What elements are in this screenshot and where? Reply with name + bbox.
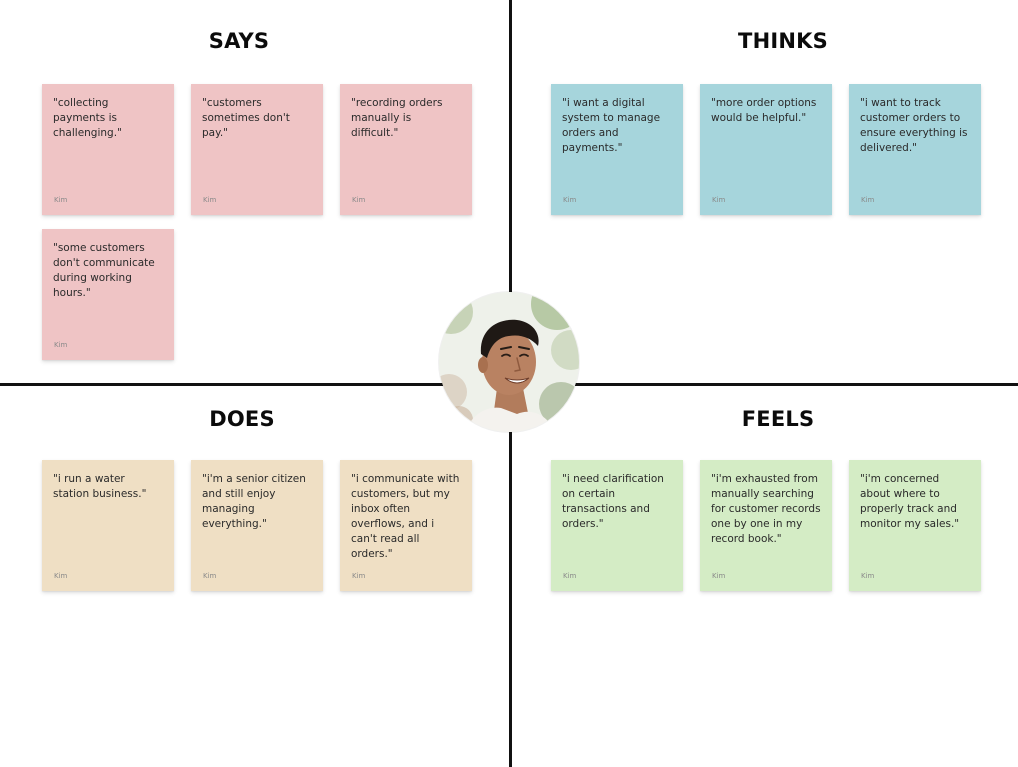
note-text: "i want to track customer orders to ensu… — [860, 97, 968, 154]
sticky-note[interactable]: "i communicate with customers, but my in… — [340, 460, 472, 591]
sticky-note[interactable]: "recording orders manually is difficult.… — [340, 84, 472, 215]
note-text: "i communicate with customers, but my in… — [351, 473, 460, 560]
note-author: Kim — [712, 572, 726, 580]
note-author: Kim — [54, 196, 68, 204]
note-author: Kim — [861, 572, 875, 580]
note-text: "some customers don't communicate during… — [53, 242, 155, 299]
sticky-note[interactable]: "i'm a senior citizen and still enjoy ma… — [191, 460, 323, 591]
note-text: "i'm concerned about where to properly t… — [860, 473, 960, 530]
sticky-note[interactable]: "collecting payments is challenging." Ki… — [42, 84, 174, 215]
sticky-note[interactable]: "i want to track customer orders to ensu… — [849, 84, 981, 215]
note-author: Kim — [861, 196, 875, 204]
note-text: "i need clarification on certain transac… — [562, 473, 664, 530]
sticky-note[interactable]: "i need clarification on certain transac… — [551, 460, 683, 591]
note-author: Kim — [54, 341, 68, 349]
sticky-note[interactable]: "customers sometimes don't pay." Kim — [191, 84, 323, 215]
note-text: "more order options would be helpful." — [711, 97, 817, 124]
sticky-note[interactable]: "i'm exhausted from manually searching f… — [700, 460, 832, 591]
note-text: "i run a water station business." — [53, 473, 147, 500]
sticky-note[interactable]: "some customers don't communicate during… — [42, 229, 174, 360]
thinks-title: THINKS — [738, 29, 828, 53]
note-author: Kim — [54, 572, 68, 580]
sticky-note[interactable]: "i run a water station business." Kim — [42, 460, 174, 591]
note-text: "i want a digital system to manage order… — [562, 97, 661, 154]
sticky-note[interactable]: "more order options would be helpful." K… — [700, 84, 832, 215]
says-title: SAYS — [208, 29, 270, 53]
note-author: Kim — [712, 196, 726, 204]
persona-photo-icon — [439, 292, 579, 432]
persona-avatar — [439, 292, 579, 432]
note-author: Kim — [563, 196, 577, 204]
note-text: "i'm exhausted from manually searching f… — [711, 473, 821, 545]
sticky-note[interactable]: "i'm concerned about where to properly t… — [849, 460, 981, 591]
note-text: "collecting payments is challenging." — [53, 97, 122, 139]
note-author: Kim — [352, 196, 366, 204]
note-author: Kim — [563, 572, 577, 580]
note-author: Kim — [352, 572, 366, 580]
feels-title: FEELS — [741, 407, 815, 431]
note-text: "recording orders manually is difficult.… — [351, 97, 443, 139]
sticky-note[interactable]: "i want a digital system to manage order… — [551, 84, 683, 215]
note-text: "customers sometimes don't pay." — [202, 97, 290, 139]
note-text: "i'm a senior citizen and still enjoy ma… — [202, 473, 306, 530]
note-author: Kim — [203, 572, 217, 580]
note-author: Kim — [203, 196, 217, 204]
does-title: DOES — [209, 407, 275, 431]
